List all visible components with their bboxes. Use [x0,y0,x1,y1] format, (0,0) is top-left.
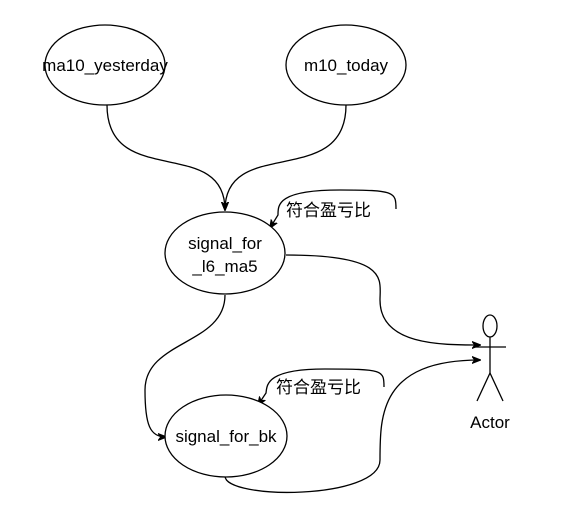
node-signal-for-bk-label: signal_for_bk [175,427,277,446]
annotation-upper: 符合盈亏比 [286,201,371,220]
node-signal-for-l6-ma5-line2: _l6_ma5 [191,257,257,276]
actor-head [482,314,498,338]
edge-m10-today-to-signal-l6[interactable] [225,104,347,210]
annotation-lower: 符合盈亏比 [276,378,361,397]
node-m10-today-label: m10_today [304,56,389,75]
actor-left-leg [476,372,491,402]
node-signal-for-l6-ma5[interactable]: signal_for _l6_ma5 [164,211,286,295]
actor-right-leg [489,372,504,402]
self-loop-lower[interactable] [258,368,385,405]
node-signal-for-l6-ma5-line1: signal_for [188,234,262,253]
self-loop-upper[interactable] [270,189,397,228]
actor-figure[interactable] [474,314,506,402]
edge-ma10-yesterday-to-signal-l6[interactable] [106,104,225,210]
edge-signal-bk-to-actor[interactable] [224,360,480,493]
edge-signal-l6-to-signal-bk[interactable] [144,294,226,437]
node-ma10-yesterday[interactable]: ma10_yesterday [42,24,168,106]
node-signal-for-bk[interactable]: signal_for_bk [164,394,288,478]
edge-signal-l6-to-actor[interactable] [285,254,480,345]
node-m10-today[interactable]: m10_today [285,24,407,106]
actor-label: Actor [470,413,510,432]
node-ma10-yesterday-label: ma10_yesterday [42,56,168,75]
